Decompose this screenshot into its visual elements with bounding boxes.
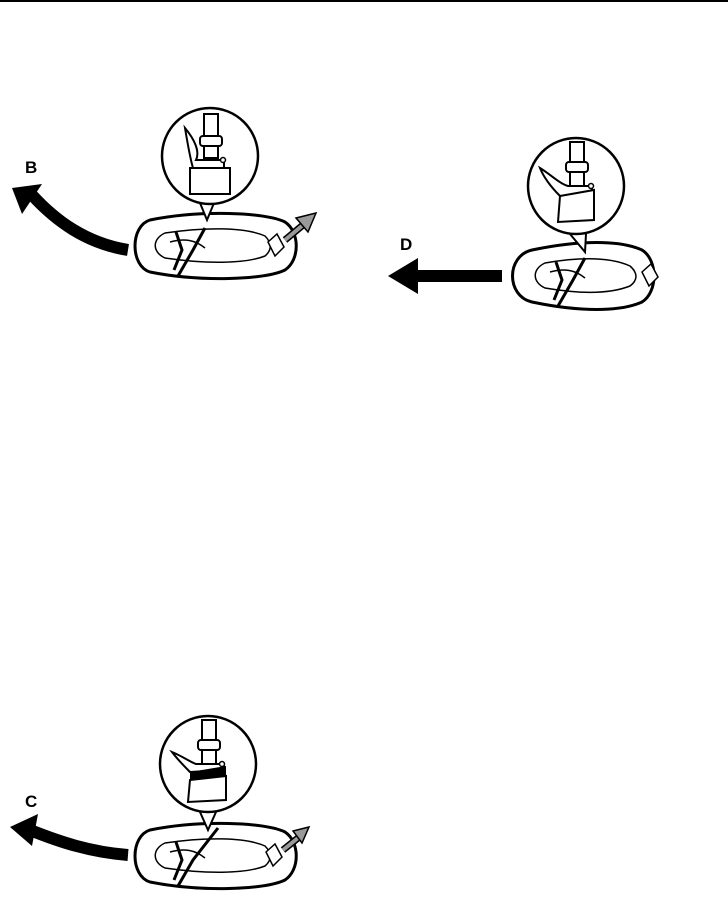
car-seat-inner-b: [155, 229, 270, 262]
panel-c: C: [0, 700, 330, 900]
car-seat-inner-c: [155, 839, 270, 872]
top-rule: [0, 0, 728, 2]
direction-arrow-d: [412, 270, 502, 282]
diagram-c: [0, 700, 330, 900]
direction-arrow-c: [30, 830, 128, 855]
panel-d: D: [380, 130, 728, 320]
release-tube-c: [202, 720, 216, 742]
car-seat-inner-d: [535, 259, 636, 292]
panel-b: B: [0, 100, 330, 290]
diagram-b: [0, 100, 330, 290]
diagram-d: [380, 130, 728, 320]
direction-arrow-b: [32, 195, 128, 250]
arrowhead-d: [388, 258, 418, 294]
arrowhead-c: [10, 814, 38, 846]
